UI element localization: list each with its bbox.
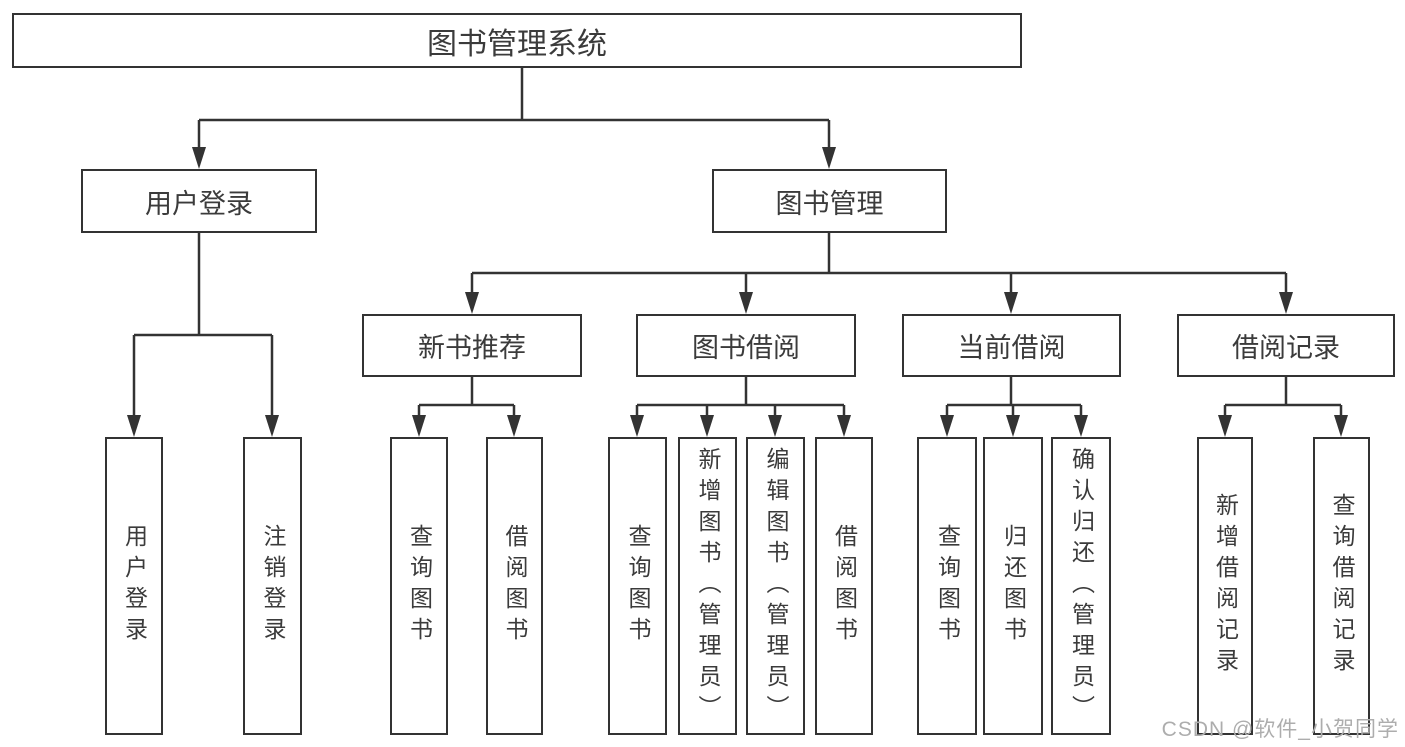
node-label: 用户登录 [145,188,253,219]
leaf-add-borrow-record: 新增借阅记录 [1197,437,1253,735]
leaf-label: 编辑图书（管理员） [763,446,789,726]
node-label: 图书管理 [775,188,884,219]
leaf-add-books-admin: 新增图书（管理员） [678,437,737,735]
node-new-book-recommend: 新书推荐 [362,314,582,377]
leaf-label: 查询借阅记录 [1329,493,1355,679]
leaf-query-borrow-record: 查询借阅记录 [1313,437,1370,735]
leaf-label: 查询图书 [934,524,961,648]
leaf-label: 借阅图书 [831,524,858,648]
leaf-query-books-borrow: 查询图书 [608,437,667,735]
csdn-watermark: CSDN @软件_小贺同学 [1161,718,1399,741]
node-user-login: 用户登录 [81,169,317,233]
leaf-confirm-return-admin: 确认归还（管理员） [1051,437,1111,735]
node-label: 图书管理系统 [427,27,607,61]
node-book-borrow: 图书借阅 [636,314,856,377]
node-library-management-system: 图书管理系统 [12,13,1022,68]
leaf-label: 新增图书（管理员） [695,446,721,726]
leaf-label: 归还图书 [1000,524,1027,648]
leaf-user-login: 用户登录 [105,437,163,735]
leaf-logout: 注销登录 [243,437,302,735]
leaf-label: 查询图书 [406,524,433,648]
leaf-label: 新增借阅记录 [1212,493,1239,679]
node-borrow-records: 借阅记录 [1177,314,1395,377]
leaf-label: 查询图书 [625,524,651,648]
leaf-label: 用户登录 [121,524,148,648]
node-current-borrow: 当前借阅 [902,314,1121,377]
leaf-query-books-recommend: 查询图书 [390,437,448,735]
leaf-edit-books-admin: 编辑图书（管理员） [746,437,805,735]
leaf-return-books: 归还图书 [983,437,1043,735]
leaf-label: 确认归还（管理员） [1068,446,1095,726]
leaf-query-books-current: 查询图书 [917,437,977,735]
leaf-label: 借阅图书 [502,524,528,648]
node-label: 当前借阅 [957,333,1066,363]
leaf-label: 注销登录 [260,524,286,648]
leaf-borrow-books: 借阅图书 [815,437,873,735]
node-label: 图书借阅 [692,333,800,363]
node-book-management: 图书管理 [712,169,947,233]
node-label: 借阅记录 [1232,333,1340,363]
node-label: 新书推荐 [418,333,526,363]
leaf-borrow-books-recommend: 借阅图书 [486,437,543,735]
